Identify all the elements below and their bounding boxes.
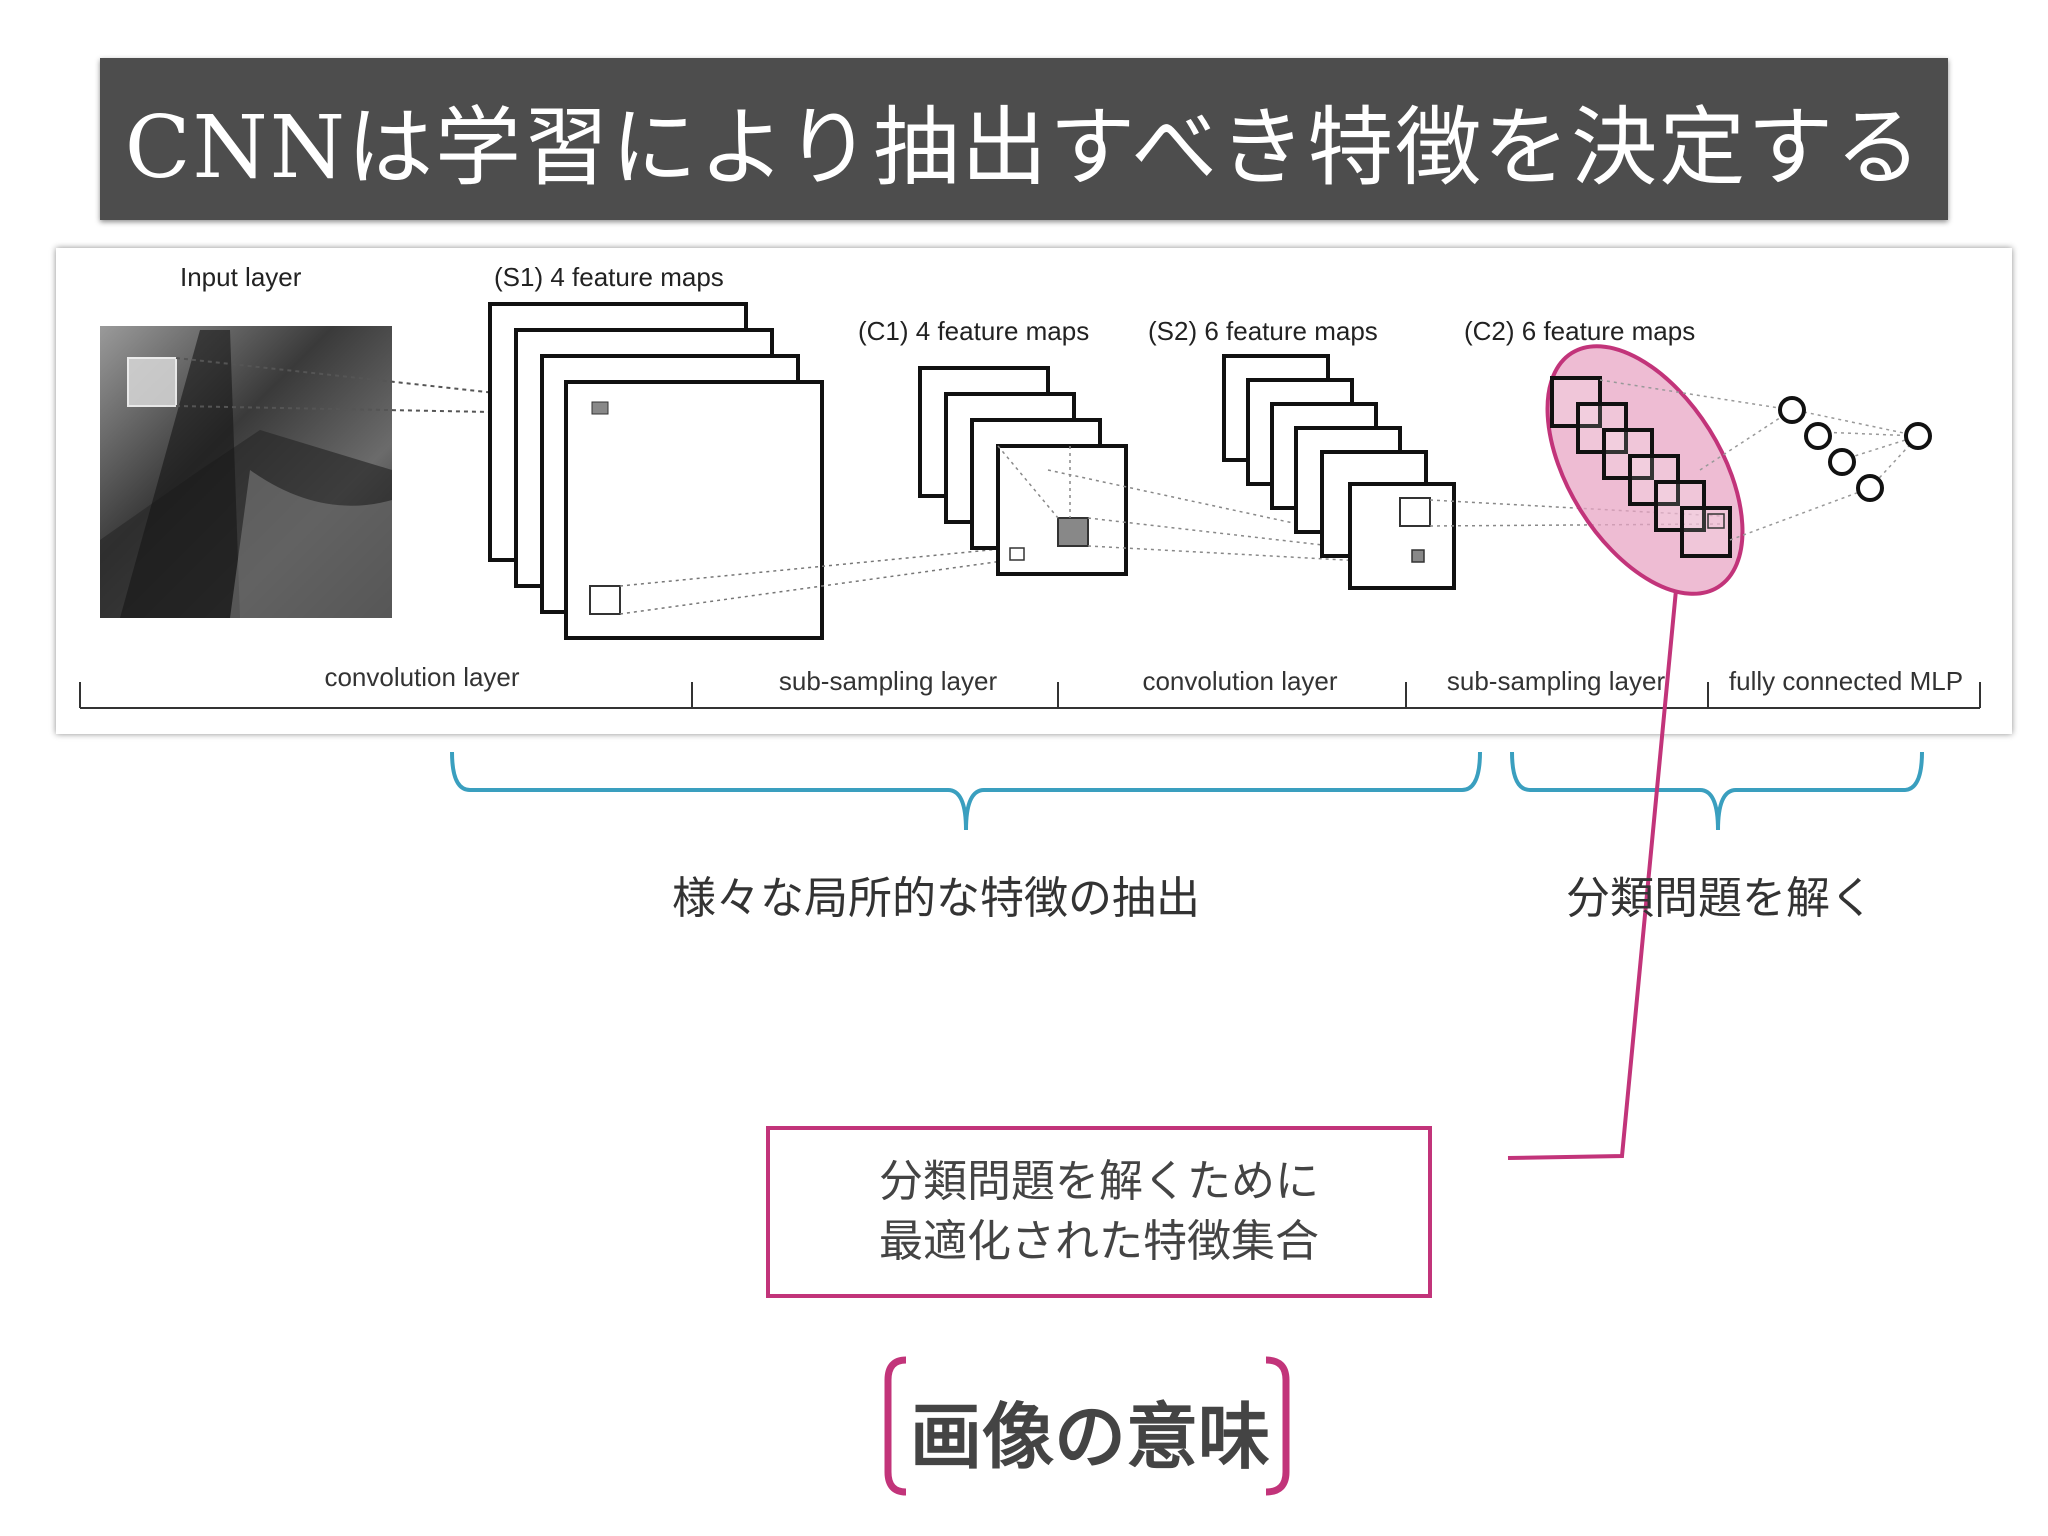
caption-classification: 分類問題を解く [1566, 873, 1874, 924]
stage-convolution-1: convolution layer [324, 662, 519, 692]
note-box: 分類問題を解くために 最適化された特徴集合 [766, 1126, 1432, 1298]
c1-feature-maps [918, 366, 1128, 576]
label-c1: (C1) 4 feature maps [858, 316, 1089, 346]
meaning-bracket-left [884, 1356, 907, 1496]
label-input-layer: Input layer [180, 262, 302, 292]
stage-convolution-2: convolution layer [1142, 666, 1337, 696]
c2-feature-maps [1550, 376, 1732, 558]
label-s2: (S2) 6 feature maps [1148, 316, 1378, 346]
s2-feature-maps [1222, 354, 1456, 590]
bracket-classification [1510, 751, 1924, 831]
stage-subsampling-1: sub-sampling layer [779, 666, 998, 696]
meaning-bracket-right [1265, 1356, 1290, 1496]
page-title: CNNは学習により抽出すべき特徴を決定する [124, 97, 1924, 198]
label-c2: (C2) 6 feature maps [1464, 316, 1695, 346]
input-image [100, 326, 392, 618]
mlp-nodes [1778, 396, 1932, 502]
title-bar: CNNは学習により抽出すべき特徴を決定する [100, 58, 1948, 220]
stage-subsampling-2: sub-sampling layer [1447, 666, 1666, 696]
caption-feature-extraction: 様々な局所的な特徴の抽出 [672, 873, 1200, 924]
pointer-line [1507, 589, 1678, 1160]
label-s1: (S1) 4 feature maps [494, 262, 724, 292]
meaning-label: 画像の意味 [909, 1394, 1270, 1479]
note-line-2: 最適化された特徴集合 [879, 1216, 1319, 1267]
stage-fully-connected: fully connected MLP [1729, 666, 1963, 696]
bracket-feature-extraction [450, 751, 1482, 831]
note-line-1: 分類問題を解くために [879, 1156, 1319, 1207]
s1-feature-maps [488, 302, 824, 640]
